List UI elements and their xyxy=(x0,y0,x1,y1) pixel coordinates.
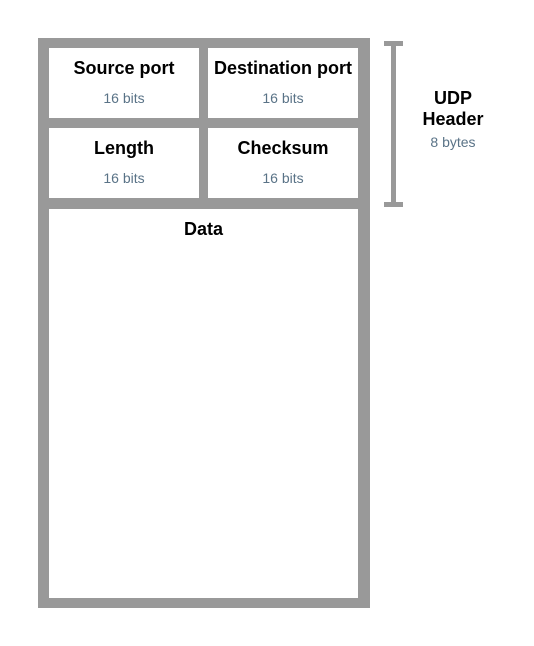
source-port-label: Source port xyxy=(73,58,175,78)
header-bracket-bottom xyxy=(384,202,403,207)
destination-port-label: Destination port xyxy=(214,58,352,78)
source-port-field: Source port 16 bits xyxy=(49,48,199,118)
checksum-field: Checksum 16 bits xyxy=(208,128,358,198)
length-field: Length 16 bits xyxy=(49,128,199,198)
source-port-size: 16 bits xyxy=(103,90,145,106)
data-field: Data xyxy=(49,209,358,598)
length-label: Length xyxy=(94,138,154,158)
destination-port-field: Destination port 16 bits xyxy=(208,48,358,118)
destination-port-size: 16 bits xyxy=(262,90,304,106)
data-label: Data xyxy=(183,219,223,239)
udp-header-title-line1: UDP xyxy=(433,88,472,108)
length-size: 16 bits xyxy=(103,170,145,186)
udp-header-size: 8 bytes xyxy=(430,134,476,150)
checksum-size: 16 bits xyxy=(262,170,304,186)
udp-header-title: UDP Header xyxy=(410,88,496,130)
checksum-label: Checksum xyxy=(237,138,329,158)
header-bracket-line xyxy=(391,41,396,207)
udp-header-title-line2: Header xyxy=(422,109,484,129)
